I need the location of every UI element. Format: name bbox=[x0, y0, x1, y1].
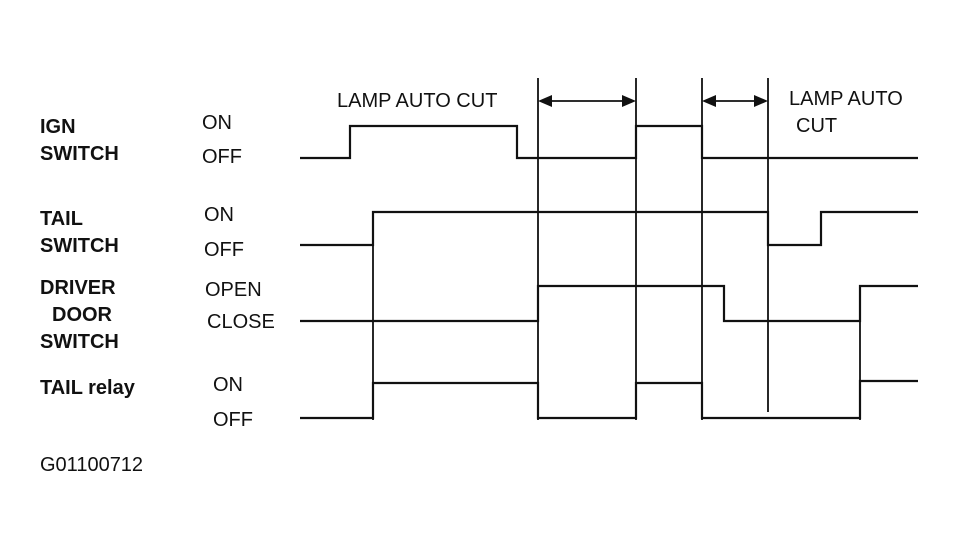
tail-switch-on-label: ON bbox=[204, 204, 234, 226]
tail-switch-off-label: OFF bbox=[204, 239, 244, 261]
lamp-auto-cut-label-2-line2: CUT bbox=[796, 115, 837, 137]
door-switch-label-line1: DRIVER bbox=[40, 277, 116, 299]
door-switch-waveform bbox=[300, 284, 918, 323]
tail-relay-label: TAIL relay bbox=[40, 377, 136, 399]
tail-relay-on-label: ON bbox=[213, 374, 243, 396]
lamp-auto-cut-label-1: LAMP AUTO CUT bbox=[337, 90, 497, 112]
ign-switch-label-line2: SWITCH bbox=[40, 143, 119, 165]
door-close-label: CLOSE bbox=[207, 311, 275, 333]
ign-off-label: OFF bbox=[202, 146, 242, 168]
tail-switch-label-line1: TAIL bbox=[40, 208, 83, 230]
door-switch-label-line2: DOOR bbox=[52, 304, 113, 326]
ign-switch-label-line1: IGN bbox=[40, 116, 76, 138]
tail-relay-waveform bbox=[300, 379, 918, 420]
tail-switch-waveform bbox=[300, 210, 918, 247]
tail-switch-label-line2: SWITCH bbox=[40, 235, 119, 257]
lamp-auto-cut-arrow-1 bbox=[538, 95, 636, 107]
door-open-label: OPEN bbox=[205, 279, 262, 301]
figure-id: G01100712 bbox=[40, 454, 143, 476]
tail-relay-off-label: OFF bbox=[213, 409, 253, 431]
lamp-auto-cut-arrow-2 bbox=[702, 95, 768, 107]
ign-on-label: ON bbox=[202, 112, 232, 134]
door-switch-label-line3: SWITCH bbox=[40, 331, 119, 353]
ign-switch-waveform bbox=[300, 124, 918, 160]
lamp-auto-cut-label-2-line1: LAMP AUTO bbox=[789, 88, 903, 110]
